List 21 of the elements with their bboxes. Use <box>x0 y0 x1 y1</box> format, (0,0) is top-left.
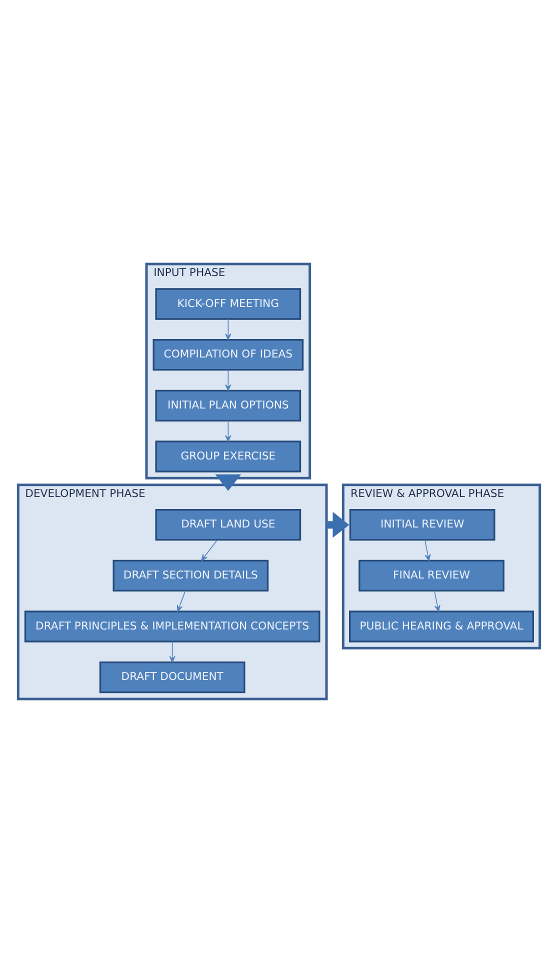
node-box: COMPILATION OF IDEAS <box>152 339 304 371</box>
arrow <box>201 539 218 561</box>
node-box: GROUP EXERCISE <box>155 440 302 472</box>
node-box: DRAFT SECTION DETAILS <box>112 560 269 592</box>
node-box: PUBLIC HEARING & APPROVAL <box>349 610 534 642</box>
node-box: INITIAL PLAN OPTIONS <box>155 390 302 422</box>
arrow <box>424 539 431 561</box>
arrow <box>225 420 232 442</box>
arrow <box>225 369 232 391</box>
arrow <box>326 512 350 538</box>
node-box: KICK-OFF MEETING <box>155 288 302 320</box>
arrow <box>215 474 242 491</box>
node-box: DRAFT PRINCIPLES & IMPLEMENTATION CONCEPTS <box>24 610 320 642</box>
arrow <box>225 318 232 340</box>
arrow <box>169 641 176 663</box>
node-box: DRAFT DOCUMENT <box>99 662 246 694</box>
node-box: DRAFT LAND USE <box>155 509 302 541</box>
node-box: INITIAL REVIEW <box>349 509 496 541</box>
node-box: FINAL REVIEW <box>358 560 504 592</box>
arrow <box>176 590 186 612</box>
arrow <box>434 590 440 612</box>
